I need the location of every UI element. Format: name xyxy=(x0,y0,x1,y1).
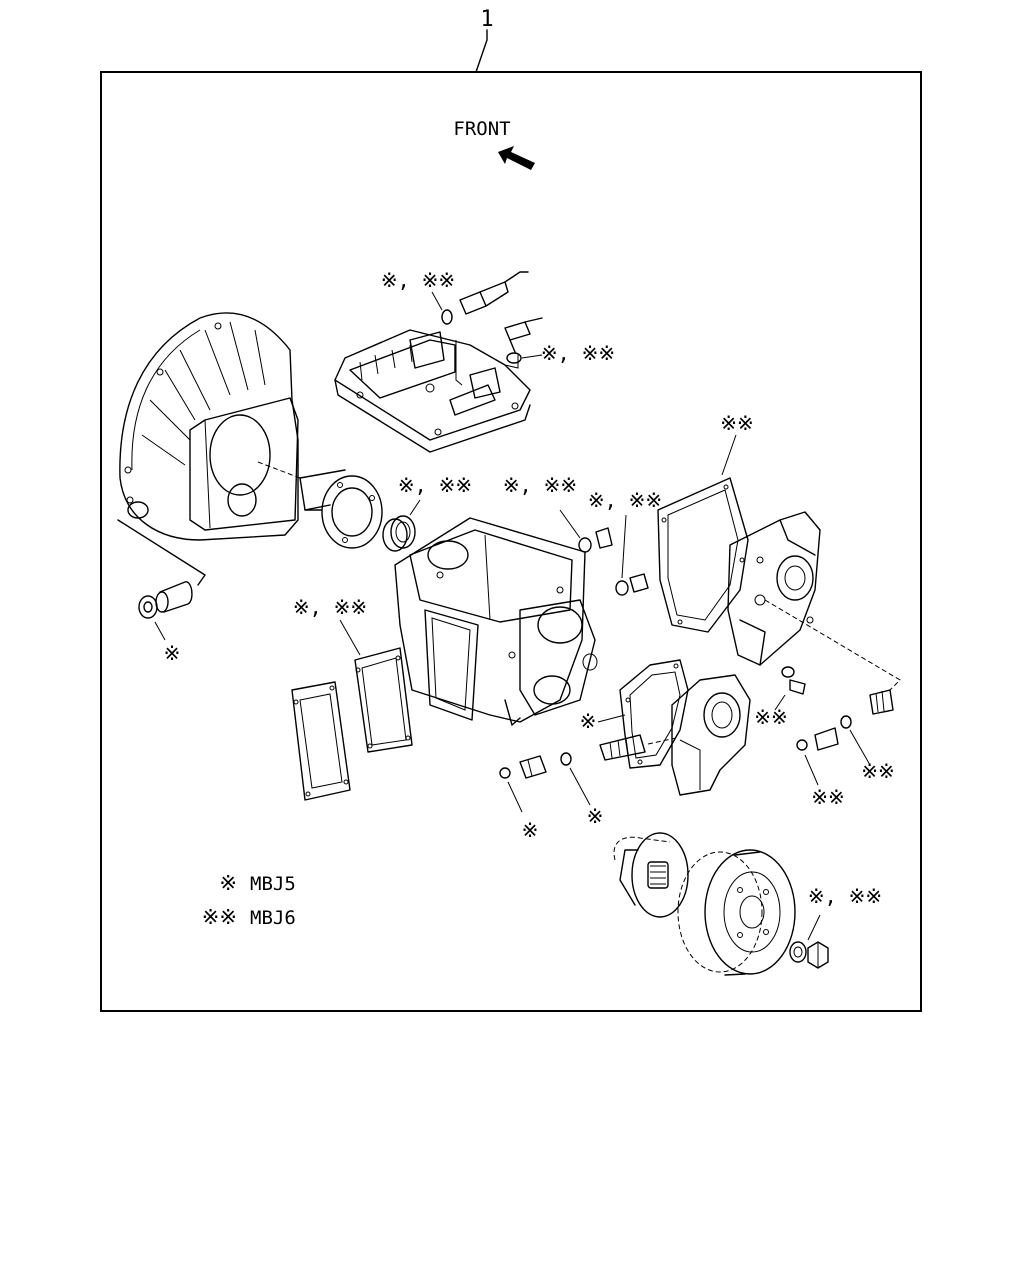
flange-nut xyxy=(807,941,829,969)
valve-washer-note: ※, ※※ xyxy=(541,341,615,365)
pilot-bushing-note: ※ xyxy=(164,641,181,665)
front-plug-2-note: ※ xyxy=(587,804,604,828)
clutch-housing xyxy=(119,312,299,541)
front-arrow-icon xyxy=(498,146,535,170)
front-plug-1-note: ※ xyxy=(522,818,539,842)
legend: ※ MBJ5 ※※ MBJ6 xyxy=(202,871,296,929)
rear-cover xyxy=(727,511,821,666)
diagram-frame xyxy=(100,71,922,1012)
shift-cover xyxy=(334,329,531,453)
right-plug-2-note: ※※ xyxy=(811,785,845,809)
small-plug xyxy=(781,666,806,695)
extension-gasket xyxy=(619,659,689,769)
side-cover-gasket-note: ※, ※※ xyxy=(293,595,367,619)
legend-symbol-mbj6: ※※ xyxy=(202,905,237,929)
solenoid-valve xyxy=(459,271,529,315)
drain-plug-2-note: ※, ※※ xyxy=(588,488,662,512)
extension-gasket-note: ※ xyxy=(580,709,597,733)
bearing-retainer xyxy=(299,469,383,549)
valve-washer xyxy=(506,352,522,364)
legend-symbol-mbj5: ※ xyxy=(219,871,237,895)
flange-nut-note: ※, ※※ xyxy=(808,884,882,908)
oil-seal xyxy=(382,515,416,552)
solenoid-washer-note: ※, ※※ xyxy=(381,268,455,292)
legend-code-mbj5: MBJ5 xyxy=(250,873,296,895)
transmission-case xyxy=(394,517,598,726)
output-flange xyxy=(613,832,689,918)
side-cover-gasket xyxy=(354,647,413,753)
oil-seal-note: ※, ※※ xyxy=(398,473,472,497)
extension-housing xyxy=(671,674,751,796)
valve-fitting xyxy=(504,317,543,353)
small-plug-note: ※※ xyxy=(754,705,788,729)
right-plug-1 xyxy=(869,689,894,715)
drain-plug-1 xyxy=(578,527,613,553)
legend-code-mbj6: MBJ6 xyxy=(250,907,296,929)
speedometer-gear xyxy=(599,734,646,761)
drain-plug-2 xyxy=(615,573,649,596)
right-plug-2 xyxy=(814,715,852,751)
brake-drum xyxy=(677,849,796,976)
drain-plug-1-note: ※, ※※ xyxy=(503,473,577,497)
side-cover xyxy=(291,681,351,801)
pilot-bushing xyxy=(138,581,193,619)
solenoid-washer xyxy=(441,309,453,325)
flange-washer xyxy=(789,941,807,963)
rear-cover-gasket xyxy=(657,477,749,633)
callout-number: 1 xyxy=(480,7,493,32)
right-plug-1-note: ※※ xyxy=(861,759,895,783)
rear-cover-gasket-note: ※※ xyxy=(720,411,754,435)
front-label: FRONT xyxy=(453,118,510,140)
front-plug-1 xyxy=(499,755,547,779)
